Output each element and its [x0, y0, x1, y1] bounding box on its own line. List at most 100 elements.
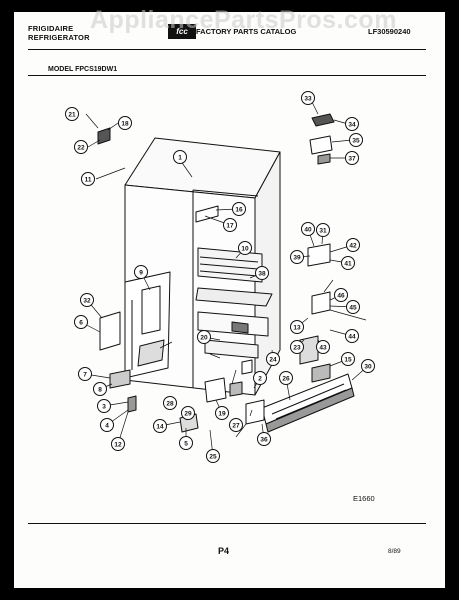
callout-circle	[345, 151, 359, 165]
callout-label: 9	[139, 269, 143, 276]
callout-circle	[341, 256, 355, 270]
callout-label: 10	[241, 245, 249, 252]
callout-35: 35	[349, 133, 363, 147]
callout-label: 22	[77, 144, 85, 151]
callout-label: 34	[348, 121, 356, 128]
page-number: P4	[218, 546, 230, 556]
callout-label: 17	[226, 222, 234, 229]
callout-circle	[100, 418, 114, 432]
callout-circle	[346, 300, 360, 314]
callout-label: 26	[282, 375, 290, 382]
callout-label: 35	[352, 137, 360, 144]
callout-label: 23	[293, 344, 301, 351]
callout-20: 20	[197, 330, 211, 344]
brand-header: FRIGIDAIRE REFRIGERATOR	[28, 25, 90, 41]
callout-circle	[290, 340, 304, 354]
callout-label: 20	[200, 334, 208, 341]
callout-13: 13	[290, 320, 304, 334]
callout-circle	[74, 140, 88, 154]
callout-label: 42	[349, 242, 357, 249]
callout-circle	[229, 418, 243, 432]
model-rule	[28, 75, 426, 76]
callout-41: 41	[341, 256, 355, 270]
callout-label: 2	[258, 375, 262, 382]
callout-circle	[232, 202, 246, 216]
callout-circle	[163, 396, 177, 410]
callout-label: 40	[304, 226, 312, 233]
callout-label: 12	[114, 441, 122, 448]
callout-label: 6	[79, 319, 83, 326]
callout-circle	[223, 218, 237, 232]
callout-19: 19	[215, 406, 229, 420]
callout-label: 15	[344, 356, 352, 363]
callout-label: 11	[85, 176, 92, 183]
callout-circle	[111, 437, 125, 451]
callout-circle	[153, 419, 167, 433]
callout-circle	[301, 222, 315, 236]
top-bracket	[97, 127, 219, 223]
callout-circle	[290, 250, 304, 264]
callout-label: 29	[184, 410, 192, 417]
callout-label: 24	[269, 356, 277, 363]
callout-4: 4	[100, 418, 114, 432]
callout-2: 2	[253, 371, 267, 385]
callout-18: 18	[118, 116, 132, 130]
callout-32: 32	[80, 293, 94, 307]
callout-42: 42	[346, 238, 360, 252]
callout-circle	[349, 133, 363, 147]
callout-circle	[266, 352, 280, 366]
callout-3: 3	[97, 399, 111, 413]
callout-label: 38	[258, 270, 266, 277]
door-liner	[124, 271, 171, 379]
callout-layer: 1234567891011121314151617181920212223242…	[65, 91, 375, 463]
callout-circle	[316, 340, 330, 354]
callout-1: 1	[173, 150, 187, 164]
callout-circle	[334, 288, 348, 302]
model-label: MODEL FPCS19DW1	[48, 66, 118, 73]
callout-21: 21	[65, 107, 79, 121]
callout-circle	[197, 330, 211, 344]
callout-label: 32	[83, 297, 91, 304]
callout-28: 28	[163, 396, 177, 410]
callout-31: 31	[316, 223, 330, 237]
callout-circle	[345, 329, 359, 343]
callout-label: 33	[304, 95, 312, 102]
base-grille	[261, 373, 355, 433]
callout-15: 15	[341, 352, 355, 366]
callout-circle	[301, 91, 315, 105]
callout-circle	[93, 382, 107, 396]
callout-circle	[78, 367, 92, 381]
callout-8: 8	[93, 382, 107, 396]
callout-16: 16	[232, 202, 246, 216]
watermark: AppliancePartsPros.com	[90, 6, 397, 34]
side-brackets	[99, 311, 137, 413]
callout-43: 43	[316, 340, 330, 354]
callout-label: 16	[235, 206, 243, 213]
callout-label: 44	[348, 333, 356, 340]
callout-circle	[215, 406, 229, 420]
callout-circle	[290, 320, 304, 334]
callout-7: 7	[78, 367, 92, 381]
callout-circle	[173, 150, 187, 164]
callout-label: 37	[348, 155, 356, 162]
callout-11: 11	[81, 172, 95, 186]
callout-label: 8	[98, 386, 102, 393]
callout-label: 30	[364, 363, 372, 370]
callout-44: 44	[345, 329, 359, 343]
callout-39: 39	[290, 250, 304, 264]
callout-circle	[238, 241, 252, 255]
callout-5: 5	[179, 436, 193, 450]
callout-23: 23	[290, 340, 304, 354]
callout-40: 40	[301, 222, 315, 236]
crisper-drawers	[197, 311, 269, 359]
callout-label: 4	[105, 422, 109, 429]
callout-9: 9	[134, 265, 148, 279]
callout-33: 33	[301, 91, 315, 105]
callout-circle	[257, 432, 271, 446]
header-rule	[28, 49, 426, 50]
callout-circle	[65, 107, 79, 121]
callout-29: 29	[181, 406, 195, 420]
callout-circle	[255, 266, 269, 280]
callout-25: 25	[206, 449, 220, 463]
